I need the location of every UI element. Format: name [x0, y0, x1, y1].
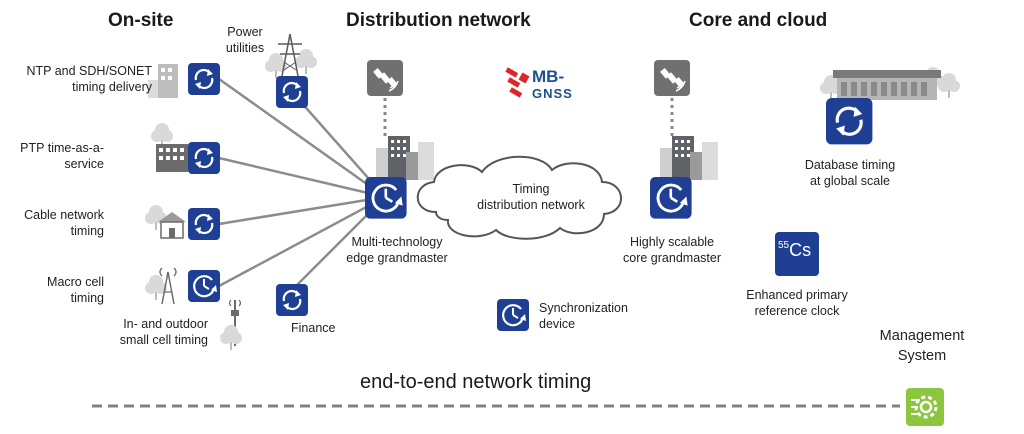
edge-gnss-satellite-icon [366, 59, 404, 97]
cell-tower-illustration [145, 267, 177, 305]
management-system-icon [906, 388, 944, 426]
cesium-clock-icon [775, 232, 819, 276]
label-ptp: PTP time-as-a-service [20, 141, 104, 171]
connection-lines [218, 77, 386, 291]
mb-gnss-logo [505, 67, 530, 98]
database-sync-icon [824, 96, 874, 146]
macro-clock-icon [186, 268, 222, 304]
heading-onsite: On-site [108, 10, 174, 31]
house-illustration [145, 205, 186, 239]
datacenter-illustration [820, 67, 960, 100]
core-grandmaster-clock-icon [648, 175, 694, 221]
edge-grandmaster-clock-icon [363, 175, 409, 221]
label-finance: Finance [291, 321, 336, 335]
power-pylon-illustration [265, 33, 317, 78]
cloud-shape [416, 155, 622, 240]
edge-city-illustration [376, 136, 434, 180]
ptp-building-illustration [151, 123, 188, 172]
link-ptp [218, 156, 386, 199]
finance-sync-icon [274, 282, 310, 318]
cesium-clock-text: 55Cs [778, 240, 812, 260]
mb-gnss-logo-text: MB- GNSS [532, 67, 573, 101]
ptp-sync-icon [186, 140, 222, 176]
link-macro [218, 195, 386, 288]
link-ntp [218, 77, 386, 199]
synchronization-device-icon [495, 297, 531, 333]
link-cable [218, 195, 386, 226]
power-sync-icon [274, 74, 310, 110]
ntp-sync-icon [186, 61, 222, 97]
heading-distribution: Distribution network [346, 10, 531, 31]
core-city-illustration [660, 136, 718, 180]
small-cell-pole-illustration [220, 299, 242, 350]
cable-sync-icon [186, 206, 222, 242]
heading-core: Core and cloud [689, 10, 828, 31]
footer-label: end-to-end network timing [360, 371, 592, 393]
core-gnss-satellite-icon [653, 59, 691, 97]
ntp-building-illustration [148, 64, 178, 98]
